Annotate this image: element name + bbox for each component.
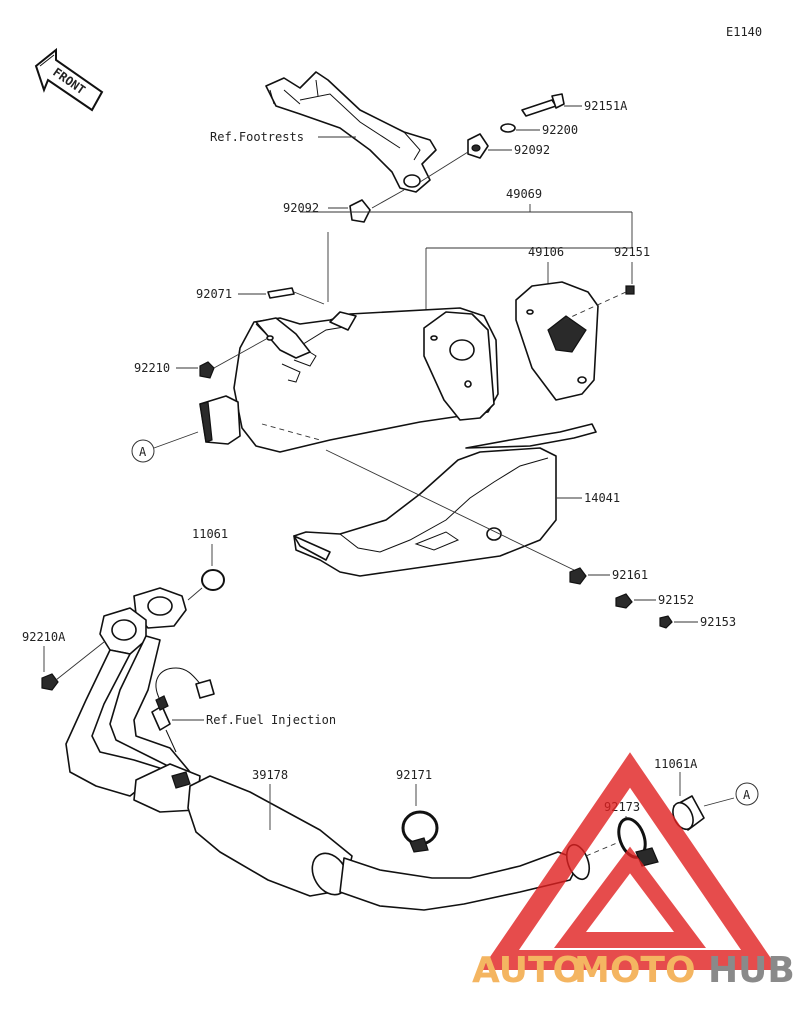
part-92151A: 92151A	[584, 99, 628, 113]
nut-92161	[569, 567, 587, 585]
stud-92071	[267, 287, 295, 299]
connector-a-pipe-label: A	[743, 788, 751, 802]
part-92210A: 92210A	[22, 630, 66, 644]
clamp-92171	[401, 810, 439, 853]
part-92200: 92200	[542, 123, 578, 137]
washer-92153	[659, 615, 673, 629]
part-92092-top: 92092	[514, 143, 550, 157]
nut-92210	[199, 361, 215, 379]
part-11061A: 11061A	[654, 757, 698, 771]
diagram-code: E1140	[726, 25, 762, 39]
part-92151: 92151	[614, 245, 650, 259]
header-pipe-39178	[65, 587, 625, 911]
bolt-92151A	[521, 93, 565, 117]
oxygen-sensor	[151, 667, 215, 753]
part-92071: 92071	[196, 287, 232, 301]
clamp-92173	[617, 817, 659, 867]
svg-text:MOTO: MOTO	[574, 950, 696, 991]
part-92152: 92152	[658, 593, 694, 607]
part-39178: 39178	[252, 768, 288, 782]
gasket-11061	[201, 569, 225, 591]
part-11061: 11061	[192, 527, 228, 541]
grommet-92092-left	[349, 199, 371, 223]
svg-text:HUB: HUB	[708, 950, 795, 991]
heat-guard-14041	[293, 423, 597, 577]
automotohub-logo: AUTO MOTO HUB	[472, 752, 795, 991]
part-49106: 49106	[528, 245, 564, 259]
part-92153: 92153	[700, 615, 736, 629]
ref-fuel-injection-label: Ref.Fuel Injection	[206, 713, 336, 727]
part-92092-left: 92092	[283, 201, 319, 215]
nut-92152	[615, 593, 633, 609]
part-92210: 92210	[134, 361, 170, 375]
connector-a-pipe	[735, 782, 759, 806]
front-arrow-icon	[34, 47, 104, 112]
footrest-bracket	[265, 71, 437, 193]
nut-92210A	[41, 673, 59, 691]
connector-a-muffler	[131, 439, 155, 463]
part-14041: 14041	[584, 491, 620, 505]
screw-92151	[625, 285, 635, 295]
grommet-92092-top	[467, 133, 489, 159]
part-92171: 92171	[396, 768, 432, 782]
muffler-49069	[199, 307, 499, 453]
ref-footrests-label: Ref.Footrests	[210, 130, 304, 144]
washer-92200	[500, 123, 516, 133]
connector-a-muffler-label: A	[139, 445, 147, 459]
svg-text:AUTO: AUTO	[472, 950, 583, 991]
end-cap-cover-49106	[515, 281, 599, 401]
part-92161: 92161	[612, 568, 648, 582]
part-49069: 49069	[506, 187, 542, 201]
